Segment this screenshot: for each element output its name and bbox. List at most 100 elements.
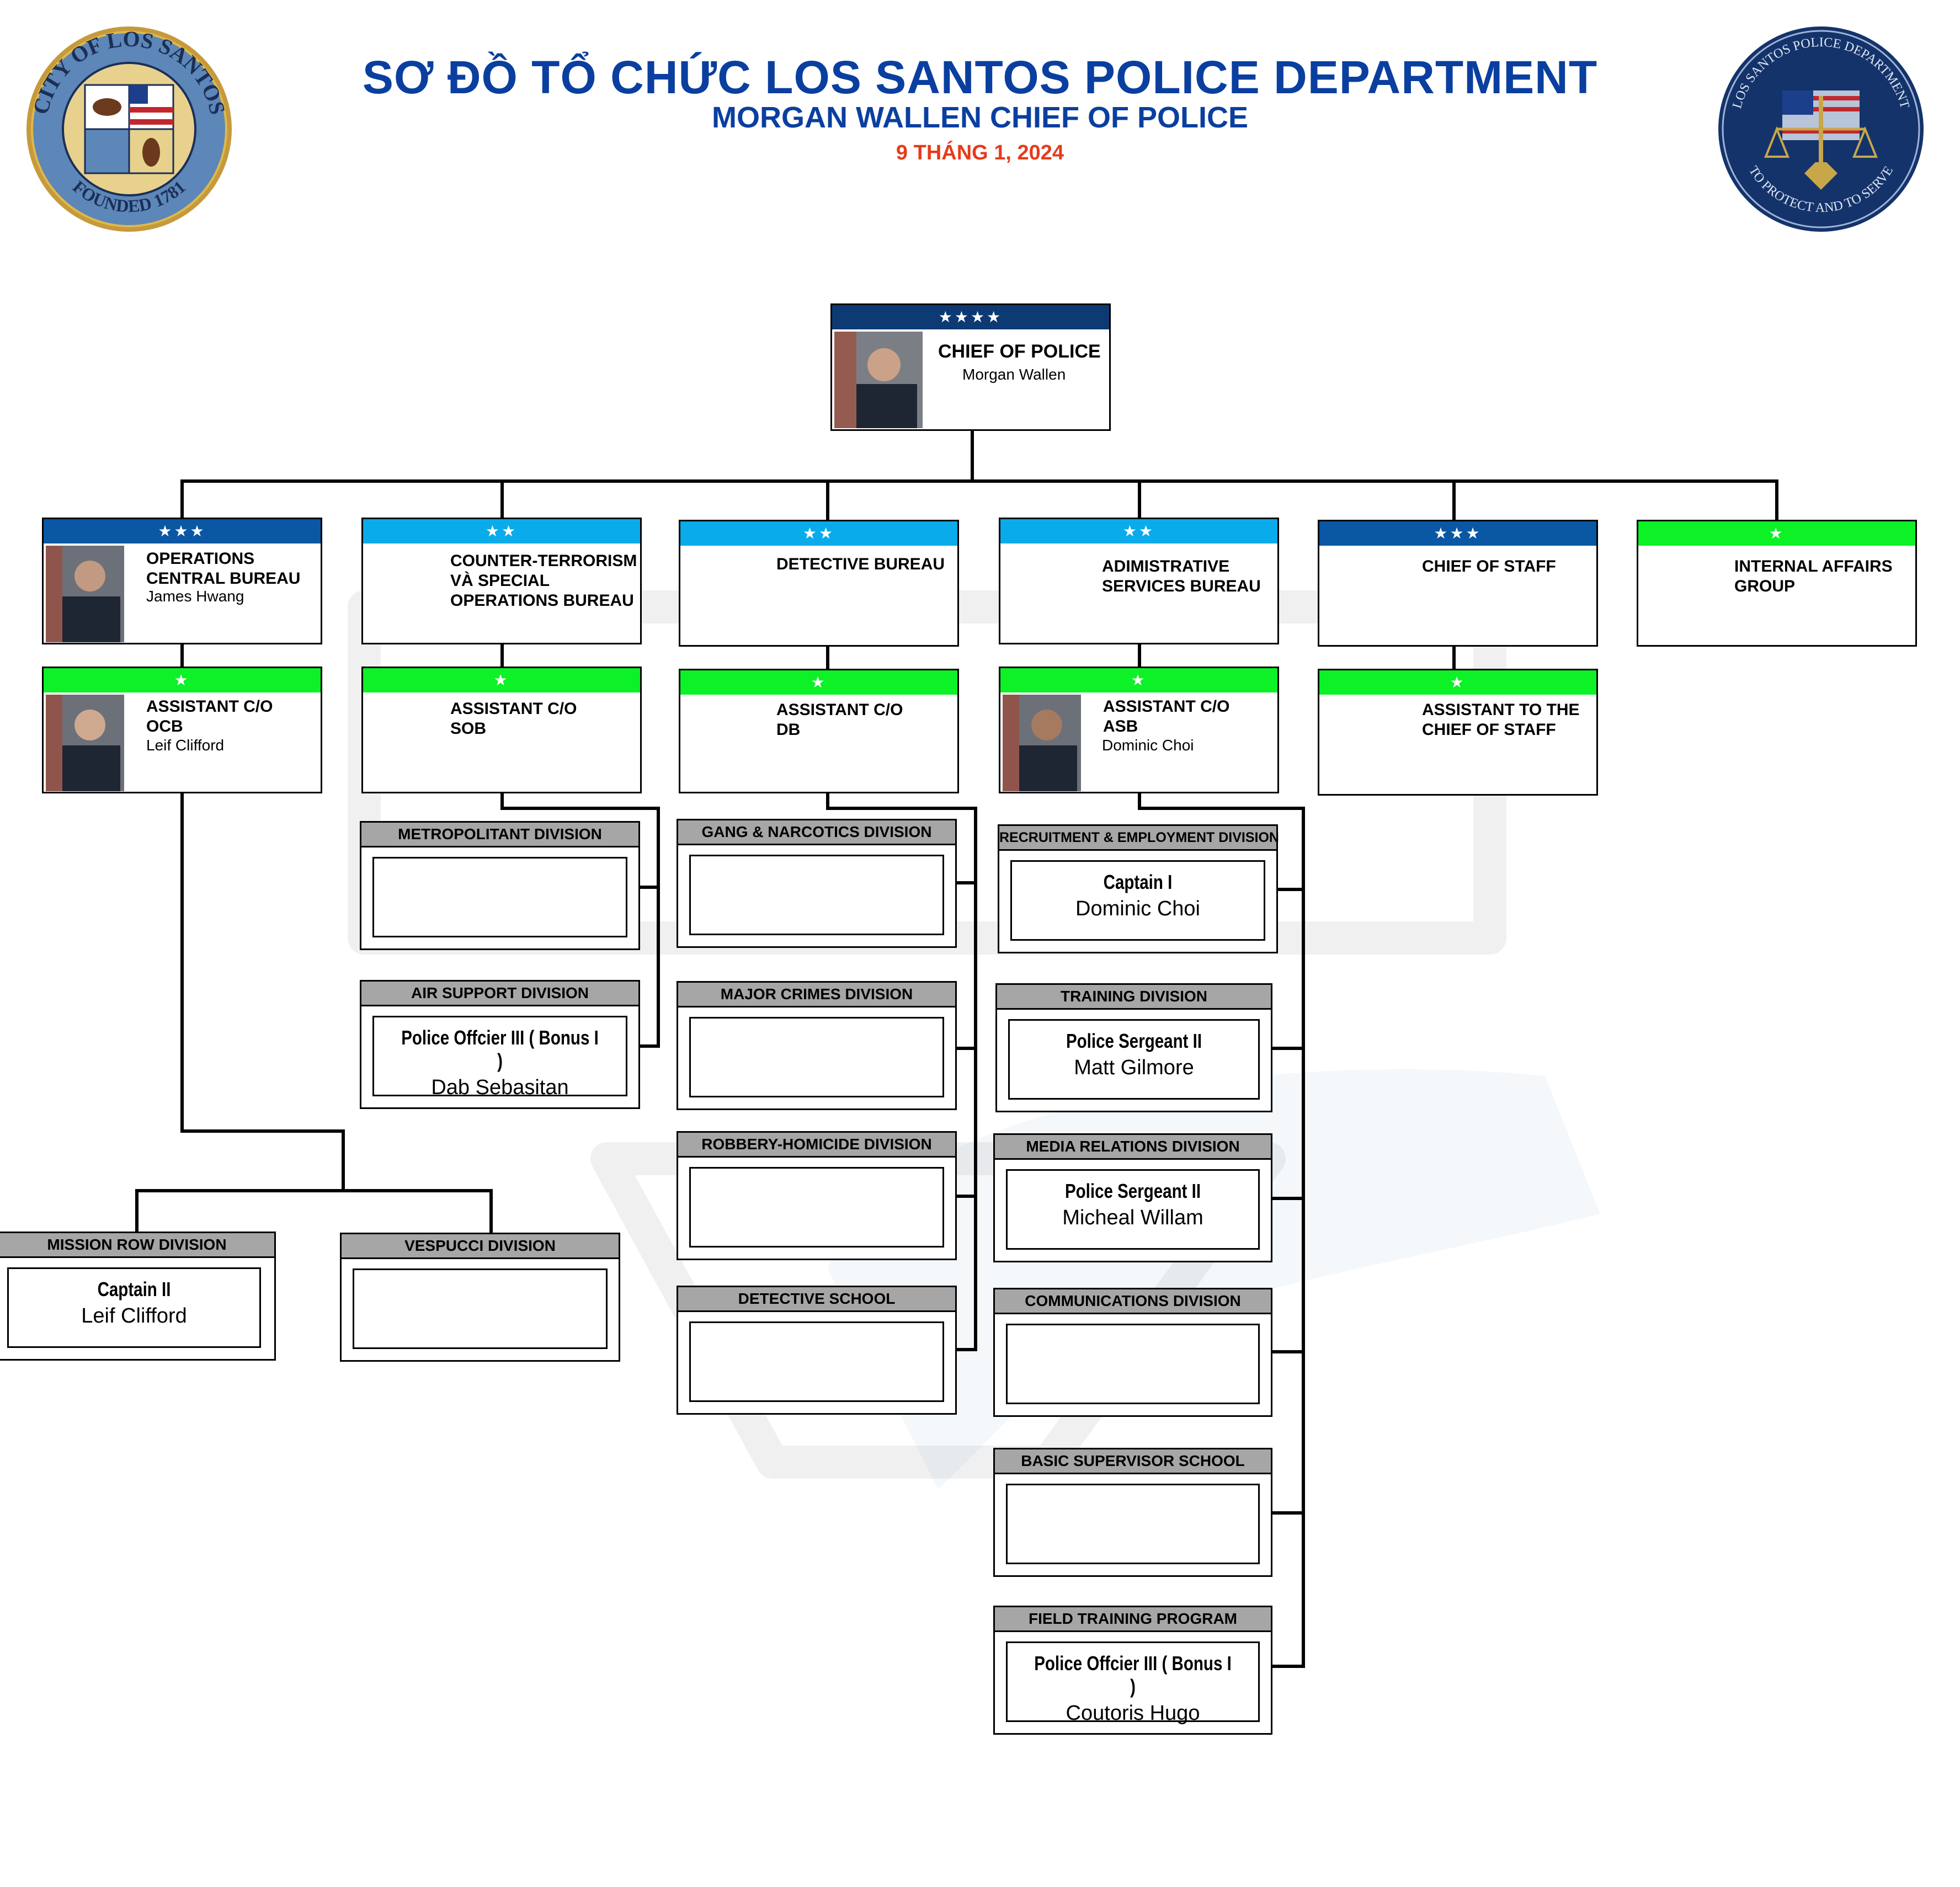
leader-rank: Police Sergeant II (1066, 1030, 1202, 1052)
page-title: SƠ ĐỒ TỔ CHỨC LOS SANTOS POLICE DEPARTME… (362, 51, 1598, 103)
leader-name: Dab Sebasitan (431, 1076, 569, 1099)
division-gang-narcotics[interactable]: GANG & NARCOTICS DIVISION (677, 819, 957, 948)
leader-rank: Police Offcier III ( Bonus I ) (1034, 1652, 1232, 1698)
leader-rank: Police Sergeant II (1064, 1180, 1201, 1202)
assistant-title: ASSISTANT C/O ASB (1103, 697, 1230, 735)
assistant-chief-of-staff[interactable]: ★ ASSISTANT TO THE CHIEF OF STAFF (1318, 669, 1598, 796)
division-recruitment-employment[interactable]: RECRUITMENT & EMPLOYMENT DIVISION Captai… (998, 824, 1279, 953)
division-metropolitant[interactable]: METROPOLITANT DIVISION (360, 821, 640, 950)
division-mission-row[interactable]: MISSION ROW DIVISION Captain II Leif Cli… (0, 1232, 276, 1361)
leader-name: Leif Clifford (81, 1304, 187, 1328)
division-title: MISSION ROW DIVISION (0, 1233, 274, 1258)
assistant-photo (46, 695, 124, 791)
division-leader-box (1006, 1324, 1260, 1404)
leader-rank: Police Offcier III ( Bonus I ) (401, 1026, 599, 1072)
division-basic-supervisor-school[interactable]: BASIC SUPERVISOR SCHOOL (993, 1448, 1272, 1577)
division-leader-box: Captain II Leif Clifford (7, 1267, 261, 1348)
bureau-head-photo (46, 546, 124, 642)
bureau-chief-of-staff[interactable]: ★★★ CHIEF OF STAFF (1318, 520, 1598, 647)
rank-stars: ★ (1000, 668, 1277, 692)
division-title: AIR SUPPORT DIVISION (361, 982, 638, 1006)
bureau-title: OPERATIONS CENTRAL BUREAU (146, 550, 301, 588)
division-media-relations[interactable]: MEDIA RELATIONS DIVISION Police Sergeant… (993, 1133, 1272, 1262)
bureau-title: ADIMISTRATIVE SERVICES BUREAU (1102, 557, 1261, 595)
leader-name: Coutoris Hugo (1066, 1702, 1200, 1725)
chief-of-police-box[interactable]: ★★★★ CHIEF OF POLICE Morgan Wallen (830, 303, 1111, 431)
division-title: MEDIA RELATIONS DIVISION (995, 1135, 1271, 1160)
rank-stars: ★ (680, 670, 957, 695)
division-communications[interactable]: COMMUNICATIONS DIVISION (993, 1288, 1272, 1417)
division-detective-school[interactable]: DETECTIVE SCHOOL (677, 1286, 957, 1415)
rank-stars: ★ (363, 668, 640, 692)
assistant-title: ASSISTANT C/O DB (776, 701, 903, 739)
rank-stars: ★★★ (1319, 521, 1596, 546)
rank-stars: ★★ (1000, 519, 1277, 543)
division-leader-box (689, 855, 944, 935)
bureau-title: COUNTER-TERRORISM VÀ SPECIAL OPERATIONS … (450, 552, 637, 610)
chief-name: Morgan Wallen (962, 366, 1066, 383)
leader-name: Micheal Willam (1062, 1206, 1203, 1229)
division-leader-box (689, 1321, 944, 1402)
bureau-title: CHIEF OF STAFF (1422, 557, 1556, 575)
assistant-asb[interactable]: ★ ASSISTANT C/O ASB Dominic Choi (999, 667, 1279, 793)
division-leader-box: Police Sergeant II Micheal Willam (1006, 1169, 1260, 1250)
assistant-photo (1003, 695, 1081, 791)
assistant-title: ASSISTANT C/O SOB (450, 700, 577, 738)
assistant-title: ASSISTANT C/O OCB (146, 697, 273, 735)
division-training[interactable]: TRAINING DIVISION Police Sergeant II Mat… (995, 983, 1272, 1112)
division-title: FIELD TRAINING PROGRAM (995, 1607, 1271, 1632)
division-robbery-homicide[interactable]: ROBBERY-HOMICIDE DIVISION (677, 1131, 957, 1260)
division-title: GANG & NARCOTICS DIVISION (678, 820, 955, 845)
division-air-support[interactable]: AIR SUPPORT DIVISION Police Offcier III … (360, 980, 640, 1109)
chief-title: CHIEF OF POLICE (938, 341, 1101, 362)
division-title: RECRUITMENT & EMPLOYMENT DIVISION (999, 826, 1279, 851)
rank-stars: ★★★★ (832, 305, 1109, 329)
bureau-counter-terrorism[interactable]: ★★ COUNTER-TERRORISM VÀ SPECIAL OPERATIO… (361, 518, 642, 644)
rank-stars: ★★ (363, 519, 640, 543)
assistant-sob[interactable]: ★ ASSISTANT C/O SOB (361, 667, 642, 793)
division-title: METROPOLITANT DIVISION (361, 823, 638, 847)
division-leader-box (689, 1017, 944, 1097)
city-of-los-santos-seal: CITY OF LOS SANTOS FOUNDED 1781 (26, 26, 232, 232)
assistant-name: Leif Clifford (146, 737, 225, 754)
division-vespucci[interactable]: VESPUCCI DIVISION (340, 1233, 620, 1362)
division-leader-box (372, 857, 627, 937)
bureau-operations-central[interactable]: ★★★ OPERATIONS CENTRAL BUREAU James Hwan… (42, 518, 322, 644)
lspd-seal: LOS SANTOS POLICE DEPARTMENT TO PROTECT … (1718, 26, 1924, 232)
division-title: VESPUCCI DIVISION (342, 1234, 619, 1259)
assistant-ocb[interactable]: ★ ASSISTANT C/O OCB Leif Clifford (42, 667, 322, 793)
rank-stars: ★ (1638, 521, 1915, 546)
rank-stars: ★★★ (44, 519, 321, 543)
bureau-internal-affairs[interactable]: ★ INTERNAL AFFAIRS GROUP (1637, 520, 1917, 647)
division-leader-box (353, 1268, 608, 1349)
division-leader-box (689, 1167, 944, 1248)
bureau-head-name: James Hwang (146, 588, 244, 605)
leader-rank: Captain II (97, 1278, 171, 1300)
rank-stars: ★ (44, 668, 321, 692)
division-field-training-program[interactable]: FIELD TRAINING PROGRAM Police Offcier II… (993, 1606, 1272, 1735)
bureau-title: DETECTIVE BUREAU (776, 555, 945, 573)
division-leader-box: Captain I Dominic Choi (1010, 860, 1265, 941)
division-leader-box: Police Offcier III ( Bonus I ) Coutoris … (1006, 1641, 1260, 1725)
assistant-db[interactable]: ★ ASSISTANT C/O DB (679, 669, 959, 793)
rank-stars: ★ (1319, 670, 1596, 695)
leader-rank: Captain I (1103, 871, 1173, 893)
bureau-administrative-services[interactable]: ★★ ADIMISTRATIVE SERVICES BUREAU (999, 518, 1279, 644)
leader-name: Dominic Choi (1075, 897, 1200, 920)
leader-name: Matt Gilmore (1074, 1056, 1194, 1079)
assistant-name: Dominic Choi (1102, 737, 1194, 754)
page-subtitle: MORGAN WALLEN CHIEF OF POLICE (712, 101, 1248, 134)
division-title: COMMUNICATIONS DIVISION (995, 1289, 1271, 1314)
division-leader-box (1006, 1484, 1260, 1564)
division-title: ROBBERY-HOMICIDE DIVISION (678, 1133, 955, 1158)
rank-stars: ★★ (680, 521, 957, 546)
division-major-crimes[interactable]: MAJOR CRIMES DIVISION (677, 981, 957, 1110)
chief-photo (834, 332, 923, 428)
division-title: TRAINING DIVISION (997, 985, 1271, 1010)
page-date: 9 THÁNG 1, 2024 (896, 141, 1064, 164)
division-title: BASIC SUPERVISOR SCHOOL (995, 1449, 1271, 1474)
division-leader-box: Police Offcier III ( Bonus I ) Dab Sebas… (372, 1016, 627, 1099)
division-leader-box: Police Sergeant II Matt Gilmore (1008, 1019, 1260, 1100)
bureau-detective[interactable]: ★★ DETECTIVE BUREAU (679, 520, 959, 647)
